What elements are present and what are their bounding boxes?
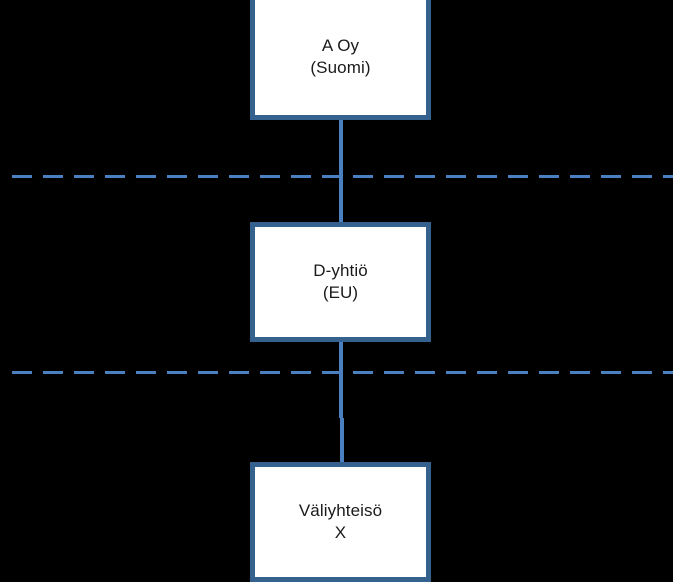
connector-d-yhtio-to-valiyhteiso-lower [340,418,344,464]
entity-node-valiyhteiso-x[interactable]: Väliyhteisö X [250,462,431,582]
connector-d-yhtio-to-valiyhteiso-upper [339,340,343,418]
entity-label-d-yhtio: D-yhtiö (EU) [313,261,368,302]
entity-node-a-oy[interactable]: A Oy (Suomi) [250,0,431,120]
entity-label-valiyhteiso-x: Väliyhteisö X [298,501,383,542]
entity-label-a-oy: A Oy (Suomi) [310,36,371,77]
connector-a-oy-to-d-yhtio [339,118,343,224]
entity-node-d-yhtio[interactable]: D-yhtiö (EU) [250,222,431,342]
